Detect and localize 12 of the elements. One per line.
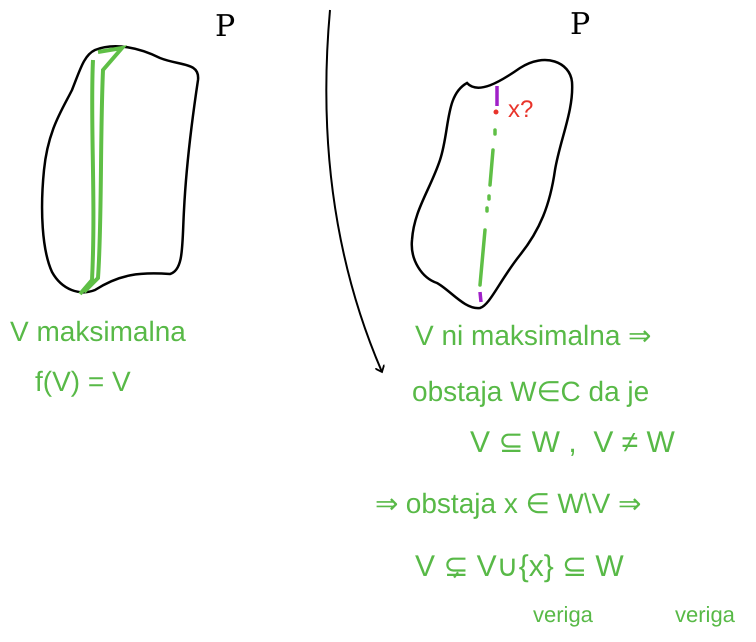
set-label: P bbox=[570, 10, 590, 40]
formula-text: V maksimalna bbox=[10, 318, 186, 346]
formula-text: V ⊊ V∪{x} ⊆ W bbox=[415, 552, 624, 582]
formula-text: V ni maksimalna ⇒ bbox=[415, 322, 652, 350]
set-label: P bbox=[215, 12, 236, 42]
element-label: x? bbox=[508, 98, 534, 122]
formula-text: f(V) = V bbox=[35, 368, 131, 396]
formula-text: ⇒ obstaja x ∈ W\V ⇒ bbox=[375, 490, 642, 518]
annotation-text: veriga bbox=[533, 604, 593, 626]
formula-text: V ⊆ W , V ≠ W bbox=[470, 428, 675, 458]
annotation-text: veriga bbox=[675, 604, 735, 626]
formula-text: obstaja W∈C da je bbox=[412, 378, 650, 406]
